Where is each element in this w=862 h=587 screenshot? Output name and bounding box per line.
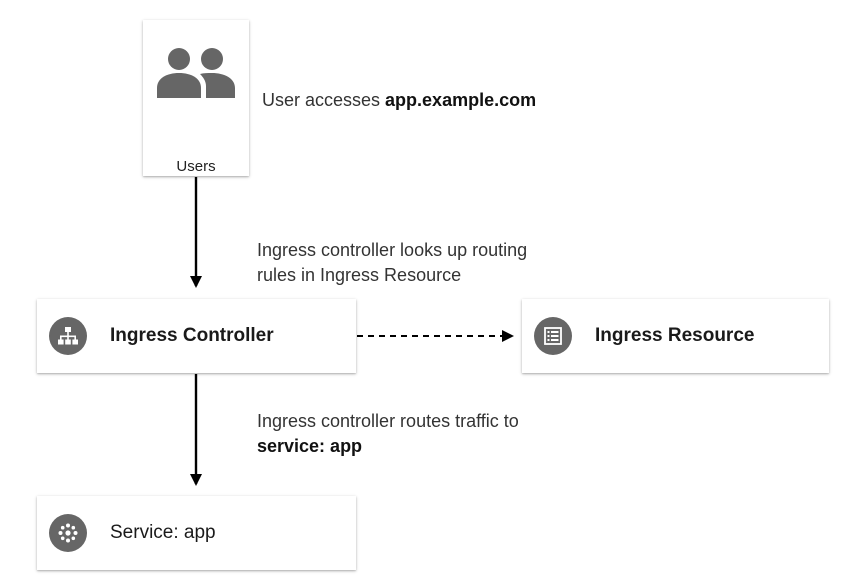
annotation-lookup-line2: rules in Ingress Resource xyxy=(257,265,462,285)
annotation-routes-target: service: app xyxy=(257,436,363,456)
annotation-routes: Ingress controller routes traffic to ser… xyxy=(257,409,519,459)
users-node: Users xyxy=(143,20,249,176)
users-label: Users xyxy=(176,158,216,175)
annotation-lookup: Ingress controller looks up routing rule… xyxy=(257,238,527,288)
ingress-resource-label: Ingress Resource xyxy=(595,325,755,346)
ingress-controller-label: Ingress Controller xyxy=(110,325,274,346)
annotation-routes-line1: Ingress controller routes traffic to xyxy=(257,411,519,431)
network-hierarchy-icon xyxy=(49,317,87,355)
ingress-controller-node: Ingress Controller xyxy=(37,299,356,373)
annotation-user-access: User accesses app.example.com xyxy=(262,88,536,113)
service-label: Service: app xyxy=(110,522,216,543)
annotation-user-access-text: User accesses xyxy=(262,90,386,110)
ingress-resource-node: Ingress Resource xyxy=(522,299,829,373)
annotation-user-access-host: app.example.com xyxy=(385,90,537,110)
annotation-lookup-line1: Ingress controller looks up routing xyxy=(257,240,528,260)
service-dots-icon xyxy=(49,514,87,552)
list-icon xyxy=(534,317,572,355)
users-icon xyxy=(157,48,235,98)
service-node: Service: app xyxy=(37,496,356,570)
